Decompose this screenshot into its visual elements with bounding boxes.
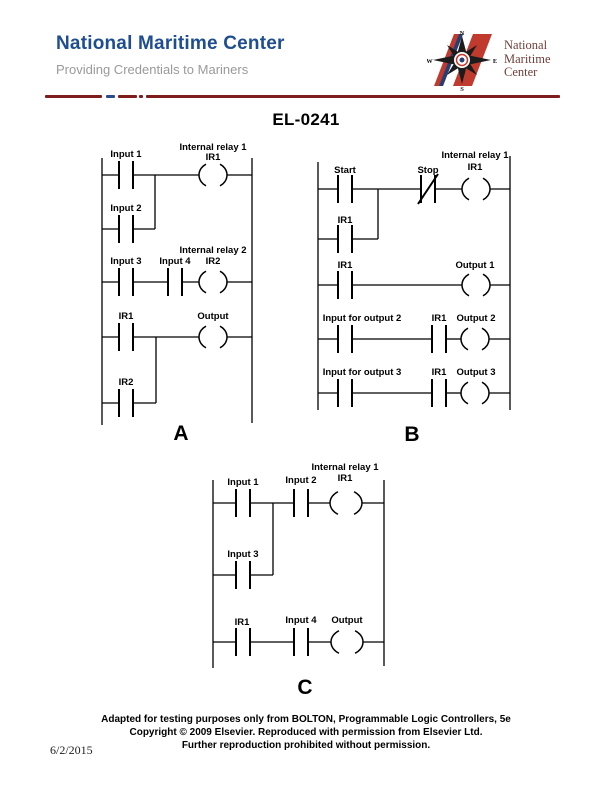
no-contact bbox=[118, 161, 134, 189]
element-label: IR1 bbox=[432, 367, 448, 378]
element-label: Input 3 bbox=[110, 256, 141, 267]
element-label: Internal relay 2 bbox=[179, 245, 246, 256]
element-label: Input 1 bbox=[227, 477, 259, 488]
coil bbox=[329, 491, 363, 515]
coil bbox=[198, 163, 228, 187]
no-contact bbox=[293, 489, 309, 517]
no-contact bbox=[118, 268, 134, 296]
element-label: Input for output 2 bbox=[323, 313, 402, 324]
element-label: IR2 bbox=[206, 256, 221, 267]
no-contact bbox=[337, 379, 353, 407]
document-code: EL-0241 bbox=[272, 110, 340, 129]
logo-wordmark: National Maritime Center bbox=[504, 28, 551, 92]
diagram-letter: C bbox=[297, 676, 312, 699]
header-divider bbox=[45, 95, 560, 98]
coil bbox=[330, 630, 364, 654]
brand-block: National Maritime Center Providing Crede… bbox=[56, 33, 285, 77]
element-label: Output bbox=[197, 311, 229, 322]
compass-letter-w: W bbox=[427, 58, 433, 65]
element-label: Input 2 bbox=[110, 203, 141, 214]
coil bbox=[461, 273, 491, 297]
element-label: Output bbox=[331, 615, 363, 626]
compass-rose-icon: N E S W bbox=[427, 30, 497, 92]
element-label: Input 4 bbox=[159, 256, 191, 267]
coil bbox=[460, 327, 490, 351]
no-contact bbox=[337, 175, 353, 203]
element-label: Output 1 bbox=[455, 260, 495, 271]
compass-letter-e: E bbox=[493, 58, 497, 65]
no-contact bbox=[118, 389, 134, 417]
no-contact bbox=[337, 271, 353, 299]
element-label: IR1 bbox=[338, 215, 354, 226]
footer-line-2: Copyright © 2009 Elsevier. Reproduced wi… bbox=[129, 727, 483, 738]
no-contact bbox=[235, 489, 251, 517]
element-label: Input 1 bbox=[110, 149, 142, 160]
diagram-letter: A bbox=[173, 422, 188, 445]
element-label: Input 2 bbox=[285, 475, 316, 486]
element-label: Output 3 bbox=[456, 367, 495, 378]
logo-word-3: Center bbox=[504, 65, 538, 79]
diagram-letter: B bbox=[404, 423, 419, 446]
no-contact bbox=[337, 225, 353, 253]
coil bbox=[198, 325, 228, 349]
element-label: IR1 bbox=[119, 311, 135, 322]
coil bbox=[461, 177, 491, 201]
no-contact bbox=[235, 628, 251, 656]
no-contact bbox=[293, 628, 309, 656]
nmc-logo: N E S W National Maritime Center bbox=[427, 28, 551, 92]
element-label: Stop bbox=[417, 165, 438, 176]
footer-line-3: Further reproduction prohibited without … bbox=[181, 740, 431, 751]
page-date: 6/2/2015 bbox=[50, 743, 93, 757]
no-contact bbox=[431, 325, 447, 353]
footer-line-1: Adapted for testing purposes only from B… bbox=[101, 714, 511, 725]
header-title: National Maritime Center bbox=[56, 33, 285, 54]
element-label: Output 2 bbox=[456, 313, 495, 324]
no-contact bbox=[235, 561, 251, 589]
element-label: IR1 bbox=[235, 617, 251, 628]
compass-letter-s: S bbox=[460, 86, 464, 92]
element-label: IR1 bbox=[338, 473, 354, 484]
element-label: Internal relay 1 bbox=[441, 150, 509, 161]
element-label: IR1 bbox=[338, 260, 354, 271]
element-label: Input 3 bbox=[227, 549, 258, 560]
element-label: IR1 bbox=[468, 162, 484, 173]
logo-word-1: National bbox=[504, 38, 548, 52]
element-label: Input 4 bbox=[285, 615, 317, 626]
coil bbox=[460, 381, 490, 405]
element-label: Internal relay 1 bbox=[311, 462, 379, 473]
no-contact bbox=[167, 268, 183, 296]
element-label: IR1 bbox=[206, 152, 222, 163]
element-label: IR1 bbox=[432, 313, 448, 324]
element-label: Internal relay 1 bbox=[179, 142, 247, 153]
element-label: IR2 bbox=[119, 377, 134, 388]
coil bbox=[198, 270, 228, 294]
header-subtitle: Providing Credentials to Mariners bbox=[56, 62, 249, 77]
no-contact bbox=[431, 379, 447, 407]
page-footer: Adapted for testing purposes only from B… bbox=[0, 713, 612, 752]
compass-letter-n: N bbox=[460, 30, 465, 37]
element-label: Input for output 3 bbox=[323, 367, 402, 378]
logo-word-2: Maritime bbox=[504, 51, 551, 66]
no-contact bbox=[118, 323, 134, 351]
element-label: Start bbox=[334, 165, 356, 176]
no-contact bbox=[337, 325, 353, 353]
no-contact bbox=[118, 215, 134, 243]
